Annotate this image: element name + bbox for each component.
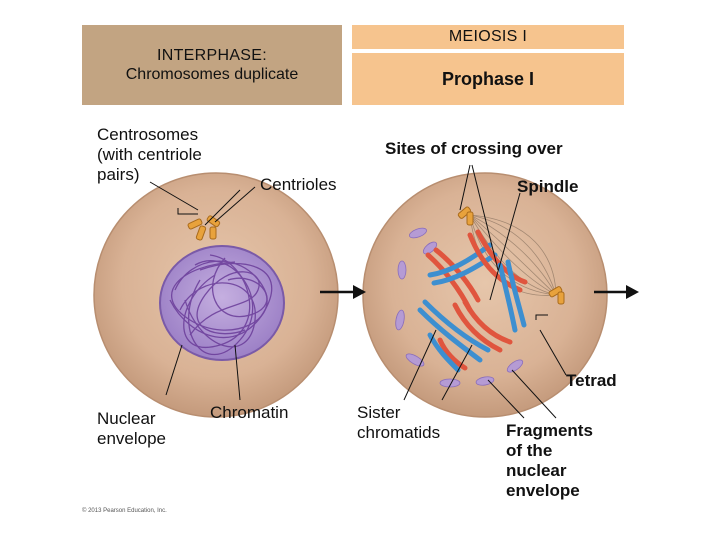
- label-sites-of-crossing-over: Sites of crossing over: [385, 139, 563, 158]
- leader-lines: [149, 164, 567, 419]
- interphase-subtitle: Chromosomes duplicate: [125, 65, 299, 83]
- label-spindle: Spindle: [517, 177, 579, 196]
- prophase-centrioles-right: [548, 286, 565, 305]
- nuclear-envelope-fragments: [395, 227, 524, 388]
- label-nuclear-envelope: Nuclear envelope: [97, 409, 167, 448]
- prophase-centrioles-top: [457, 206, 474, 226]
- interphase-header: INTERPHASE: Chromosomes duplicate: [82, 25, 342, 105]
- meiosis-title: MEIOSIS I: [448, 28, 528, 45]
- prophase-title: Prophase I: [441, 68, 535, 89]
- prophase-header: Prophase I: [352, 53, 624, 105]
- label-chromatin: Chromatin: [210, 403, 289, 422]
- label-centrosomes: Centrosomes (with centriole pairs): [97, 125, 202, 184]
- meiosis-header: MEIOSIS I: [352, 25, 624, 49]
- homologous-chromosomes: [417, 229, 528, 373]
- label-centrioles: Centrioles: [260, 175, 337, 194]
- label-fragments-of-nuclear-envelope: Fragments of the nuclear envelope: [506, 421, 593, 500]
- interphase-title: INTERPHASE:: [157, 46, 267, 64]
- copyright-notice: © 2013 Pearson Education, Inc.: [82, 508, 167, 514]
- progression-arrow: [320, 285, 366, 299]
- label-tetrad: Tetrad: [566, 371, 617, 390]
- progression-arrow-right: [594, 285, 639, 299]
- chromatin-tangle: [169, 254, 273, 355]
- label-sister-chromatids: Sister chromatids: [357, 403, 441, 442]
- interphase-centrioles: [187, 215, 221, 241]
